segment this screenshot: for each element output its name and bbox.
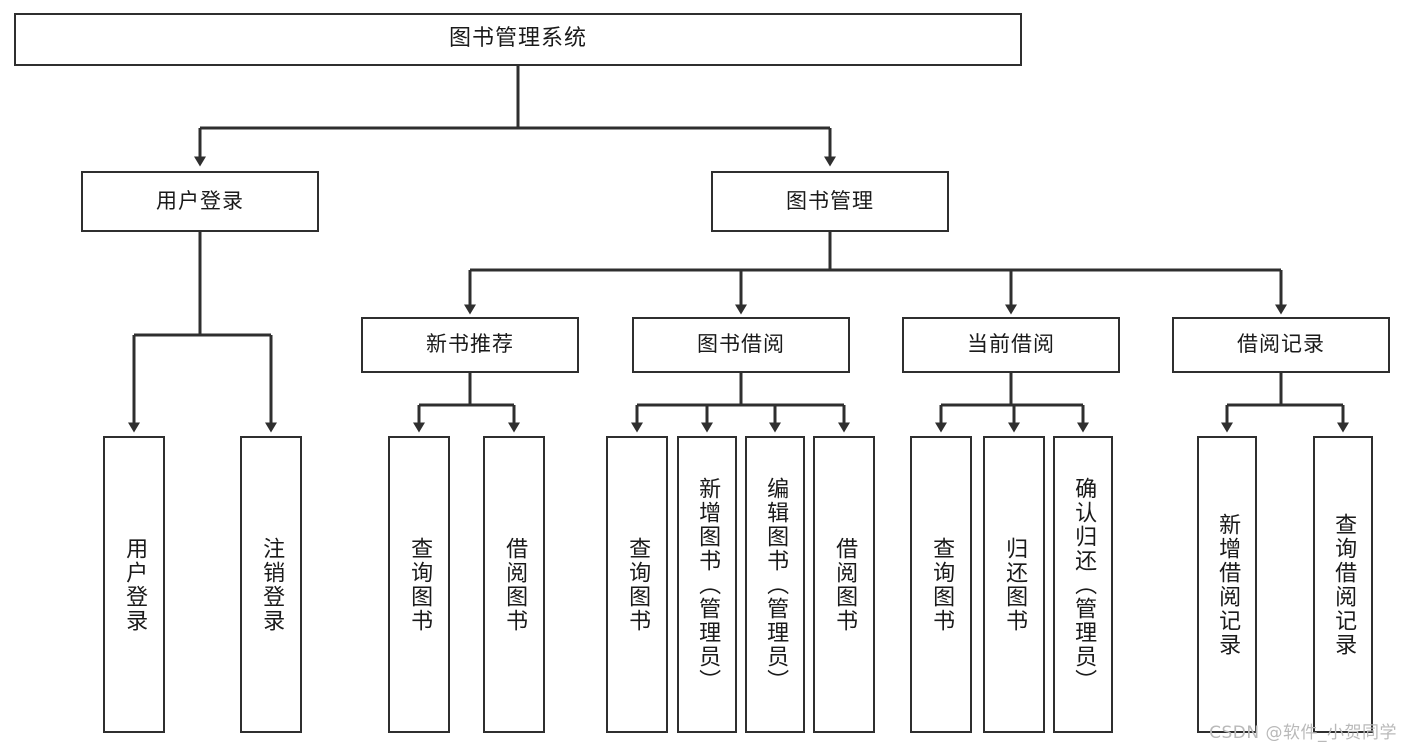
node-leaf-borrow-book-bor-label: 借阅图书 xyxy=(832,536,858,633)
node-leaf-edit-book-admin[interactable]: 编辑图书（管理员） xyxy=(745,436,805,733)
node-leaf-add-borrow-record[interactable]: 新增借阅记录 xyxy=(1197,436,1257,733)
node-leaf-query-book-rec-label: 查询图书 xyxy=(407,536,433,633)
node-leaf-add-book-admin[interactable]: 新增图书（管理员） xyxy=(677,436,737,733)
node-leaf-borrow-book-rec[interactable]: 借阅图书 xyxy=(483,436,545,733)
node-leaf-return-book[interactable]: 归还图书 xyxy=(983,436,1045,733)
node-user-login-label: 用户登录 xyxy=(156,188,244,213)
node-root-label: 图书管理系统 xyxy=(448,26,587,52)
node-leaf-return-book-label: 归还图书 xyxy=(1002,536,1028,633)
node-book-manage[interactable]: 图书管理 xyxy=(711,171,949,232)
node-user-login[interactable]: 用户登录 xyxy=(81,171,319,232)
node-leaf-query-book-cur-label: 查询图书 xyxy=(929,536,955,633)
node-leaf-query-book-cur[interactable]: 查询图书 xyxy=(910,436,972,733)
node-leaf-query-book-bor[interactable]: 查询图书 xyxy=(606,436,668,733)
node-leaf-query-borrow-record[interactable]: 查询借阅记录 xyxy=(1313,436,1373,733)
node-leaf-query-book-bor-label: 查询图书 xyxy=(625,536,651,633)
node-book-borrow-label: 图书借阅 xyxy=(697,332,785,357)
node-root[interactable]: 图书管理系统 xyxy=(14,13,1022,66)
node-new-book-rec-label: 新书推荐 xyxy=(426,332,514,357)
watermark-text: CSDN @软件_小贺同学 xyxy=(1209,723,1397,743)
node-leaf-confirm-return-admin-label: 确认归还（管理员） xyxy=(1071,476,1097,693)
node-book-borrow[interactable]: 图书借阅 xyxy=(632,317,850,373)
node-leaf-edit-book-admin-label: 编辑图书（管理员） xyxy=(763,476,789,693)
node-leaf-user-login-label: 用户登录 xyxy=(122,536,148,633)
node-leaf-user-logout-label: 注销登录 xyxy=(259,536,285,633)
node-borrow-record[interactable]: 借阅记录 xyxy=(1172,317,1390,373)
node-leaf-query-book-rec[interactable]: 查询图书 xyxy=(388,436,450,733)
node-leaf-user-logout[interactable]: 注销登录 xyxy=(240,436,302,733)
node-book-manage-label: 图书管理 xyxy=(786,188,874,213)
node-leaf-add-book-admin-label: 新增图书（管理员） xyxy=(695,476,721,693)
node-leaf-borrow-book-rec-label: 借阅图书 xyxy=(502,536,528,633)
node-borrow-record-label: 借阅记录 xyxy=(1237,332,1325,357)
node-leaf-add-borrow-record-label: 新增借阅记录 xyxy=(1215,512,1241,657)
node-leaf-borrow-book-bor[interactable]: 借阅图书 xyxy=(813,436,875,733)
node-leaf-confirm-return-admin[interactable]: 确认归还（管理员） xyxy=(1053,436,1113,733)
node-current-borrow[interactable]: 当前借阅 xyxy=(902,317,1120,373)
node-new-book-rec[interactable]: 新书推荐 xyxy=(361,317,579,373)
node-current-borrow-label: 当前借阅 xyxy=(967,332,1055,357)
node-leaf-user-login[interactable]: 用户登录 xyxy=(103,436,165,733)
node-leaf-query-borrow-record-label: 查询借阅记录 xyxy=(1331,512,1357,657)
